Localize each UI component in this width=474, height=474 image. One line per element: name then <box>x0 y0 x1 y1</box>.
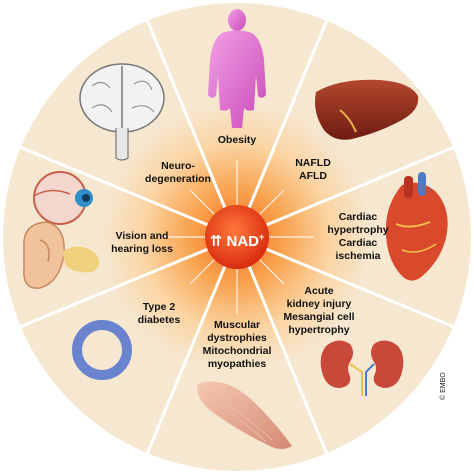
human-silhouette-icon <box>208 9 266 128</box>
nad-label: ⇈ NAD+ <box>201 223 273 251</box>
kidneys-icon <box>320 340 404 396</box>
label-muscle: Muscular dystrophies Mitochondrial myopa… <box>202 319 272 370</box>
up-arrows-icon: ⇈ <box>209 233 223 250</box>
nad-core <box>205 205 269 269</box>
sun-rays <box>160 160 314 314</box>
nad-text: NAD <box>226 233 259 250</box>
label-nafld: NAFLD AFLD <box>295 157 331 182</box>
heart-icon <box>385 172 448 281</box>
nad-superscript: + <box>258 232 265 242</box>
label-kidney: Acute kidney injury Mesangial cell hyper… <box>283 285 355 336</box>
eye-ear-icon <box>23 171 100 289</box>
label-diabetes: Type 2 diabetes <box>137 301 181 326</box>
label-obesity: Obesity <box>217 134 257 146</box>
ring-icon <box>72 320 132 380</box>
sector-dividers <box>20 20 454 454</box>
label-cardiac: Cardiac hypertrophy Cardiac ischemia <box>327 211 389 262</box>
liver-icon <box>315 79 419 140</box>
copyright-text: © EMBO <box>440 372 447 400</box>
label-neuro: Neuro- degeneration <box>145 160 211 185</box>
muscle-icon <box>197 381 292 449</box>
brain-icon <box>79 63 165 161</box>
label-vision: Vision and hearing loss <box>111 230 173 255</box>
